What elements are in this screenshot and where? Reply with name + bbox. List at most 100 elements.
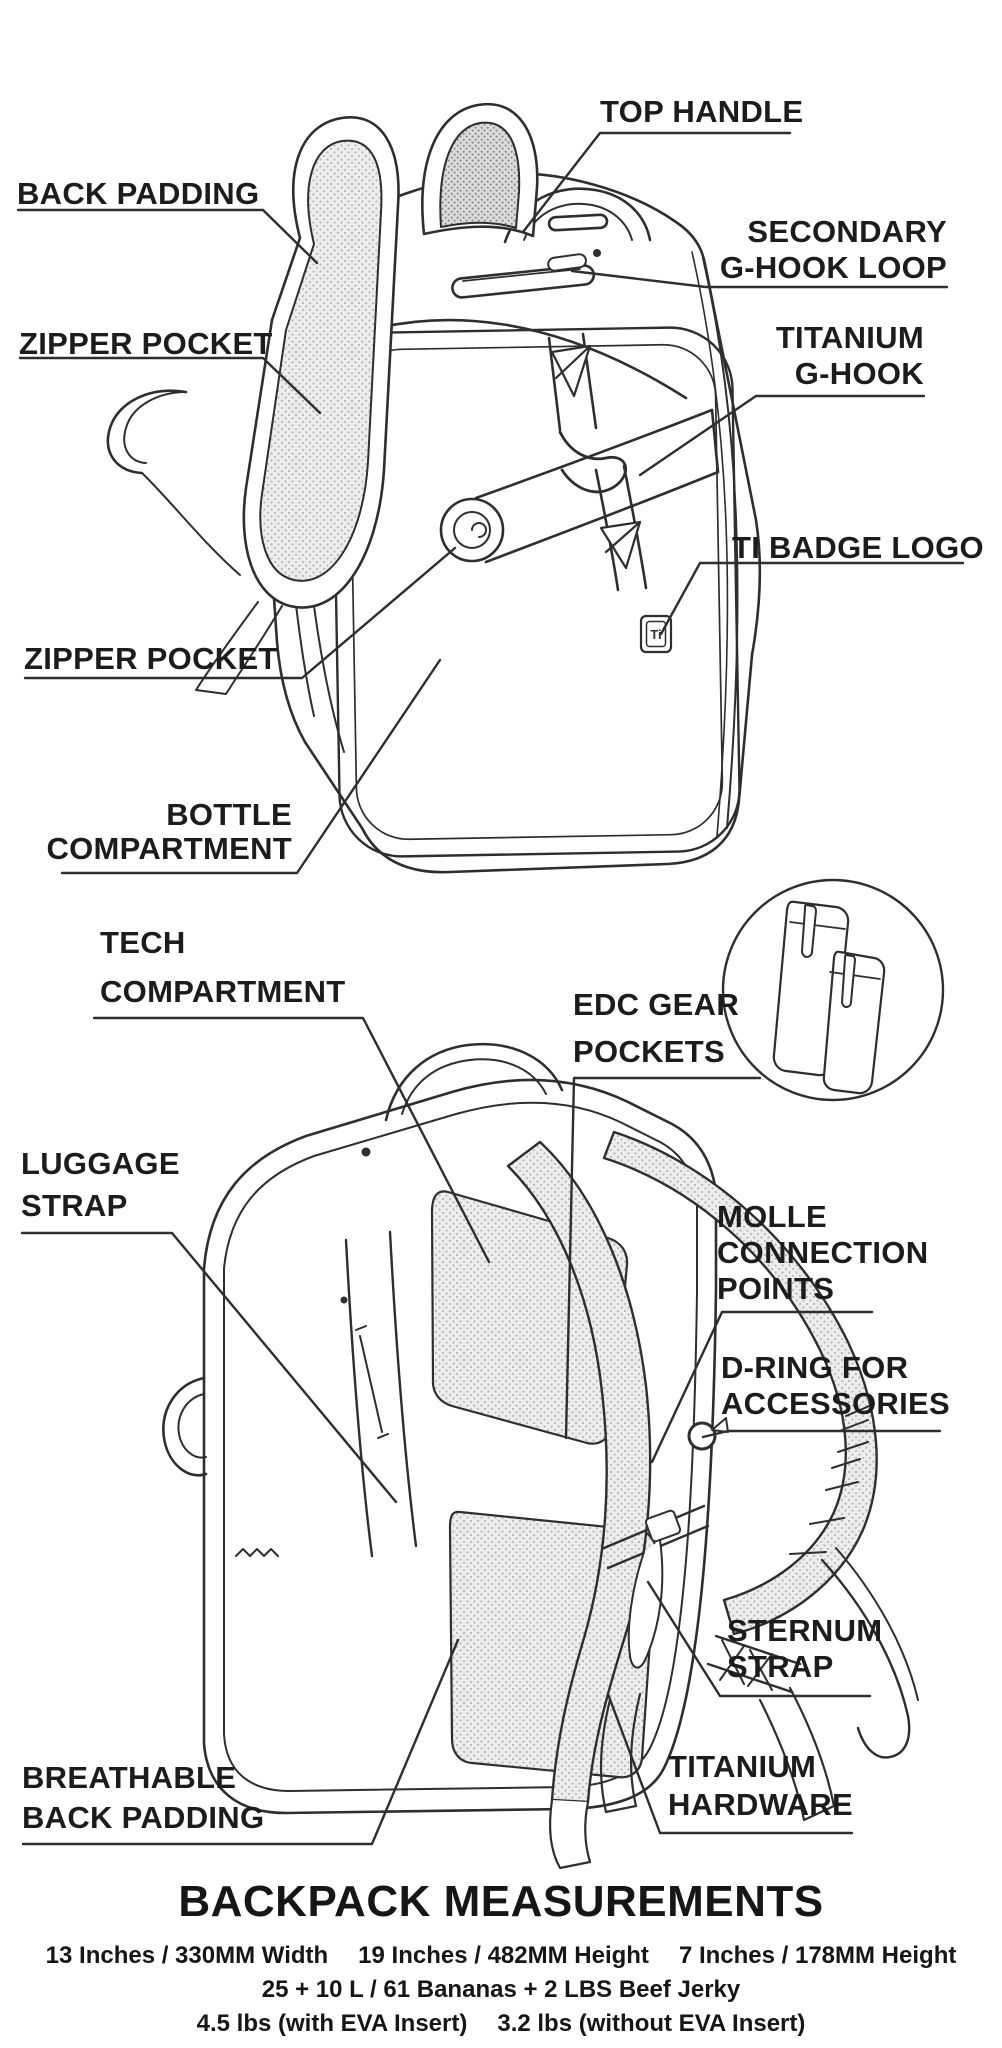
- leader-zipper-pocket-lower: [23, 546, 457, 680]
- leader-titanium-hardware: [606, 1692, 854, 1835]
- front-shoulder-strap: [242, 116, 400, 609]
- right-gusset-outer: [702, 257, 739, 829]
- label-d-ring-for-accessories: D-RING FOR ACCESSORIES: [721, 1350, 950, 1422]
- strap-hook: [106, 389, 283, 695]
- sternum-strap-shape: [602, 1504, 710, 1669]
- d-ring: [687, 1417, 729, 1451]
- leader-sternum-strap: [646, 1580, 872, 1698]
- label-d-ring-line2: ACCESSORIES: [721, 1386, 950, 1421]
- rolltop-spiral: [439, 497, 505, 563]
- strap-tails: [600, 1547, 919, 1822]
- measurements-title: BACKPACK MEASUREMENTS: [178, 1877, 824, 1926]
- edc-pocket-1-opening: [789, 921, 846, 930]
- label-titanium-hardware: TITANIUM HARDWARE: [668, 1748, 853, 1824]
- label-luggage-strap-line2: STRAP: [21, 1188, 128, 1223]
- leader-zipper-pocket-upper: [18, 356, 322, 415]
- measurement-weight-with-insert: 4.5 lbs (with EVA Insert): [196, 2010, 468, 2037]
- ti-badge-text: Ti: [650, 627, 661, 642]
- rear-strap-inner-tail: [548, 1798, 592, 1870]
- label-secondary-g-hook-loop: SECONDARY G-HOOK LOOP: [720, 214, 947, 286]
- label-titanium-g-hook: TITANIUM G-HOOK: [776, 320, 924, 392]
- leader-molle-connection-points: [650, 1310, 874, 1464]
- leader-tech-compartment: [92, 1016, 491, 1264]
- front-panel-stitch: [348, 343, 724, 841]
- leader-bottle-compartment: [60, 658, 442, 875]
- leader-breathable-back-padding: [21, 1638, 460, 1846]
- label-breathable-line2: BACK PADDING: [22, 1800, 265, 1835]
- rear-top-handle-inner: [401, 1058, 547, 1115]
- label-sternum-strap: STERNUM STRAP: [727, 1613, 882, 1685]
- label-titanium-hardware-line2: HARDWARE: [668, 1787, 853, 1822]
- label-breathable-back-padding: BREATHABLE BACK PADDING: [22, 1758, 264, 1838]
- pen-clip-2: [841, 954, 856, 1008]
- zipper-zigzag: [235, 1548, 279, 1557]
- label-top-handle: TOP HANDLE: [600, 94, 804, 129]
- rear-strap-outer: [602, 1130, 878, 1636]
- label-tech-compartment-line1: TECH: [100, 925, 186, 960]
- secondary-loop-slot: [547, 253, 587, 272]
- label-molle-line1: MOLLE: [717, 1199, 827, 1234]
- leader-ti-badge-logo: [659, 561, 965, 636]
- leader-back-padding: [16, 208, 319, 265]
- label-luggage-strap: LUGGAGE STRAP: [21, 1143, 180, 1227]
- rear-top-handle: [384, 1042, 564, 1122]
- edc-inset-circle: [721, 878, 945, 1102]
- label-tech-compartment: TECH COMPARTMENT: [100, 918, 346, 1016]
- leader-d-ring: [701, 1429, 942, 1439]
- measurements-row-volume: 25 + 10 L / 61 Bananas + 2 LBS Beef Jerk…: [261, 1976, 741, 2003]
- measurements-row-weight: 4.5 lbs (with EVA Insert) 3.2 lbs (withou…: [0, 2009, 1002, 2039]
- label-ti-badge-logo: TI BADGE LOGO: [732, 530, 984, 565]
- leader-edc-gear-pockets: [564, 1076, 762, 1440]
- label-molle-connection-points: MOLLE CONNECTION POINTS: [717, 1199, 928, 1307]
- laced-webbing: [706, 1634, 802, 1694]
- handle-slot: [547, 213, 609, 232]
- measurement-weight-without-insert: 3.2 lbs (without EVA Insert): [497, 2010, 806, 2037]
- edc-pocket-2-opening: [829, 971, 881, 980]
- label-sternum-strap-line2: STRAP: [727, 1649, 834, 1684]
- label-titanium-hardware-line1: TITANIUM: [668, 1749, 817, 1784]
- label-edc-gear-pockets-line1: EDC GEAR: [573, 987, 740, 1022]
- edc-pocket-2: [822, 950, 886, 1095]
- label-edc-gear-pockets-line2: POCKETS: [573, 1034, 725, 1069]
- leader-luggage-strap: [20, 1231, 398, 1504]
- pen-clip-1: [801, 904, 817, 958]
- rolltop-lower-edge: [484, 470, 720, 564]
- strap-triangle-upper: [550, 344, 592, 398]
- flap-zipper-line: [462, 268, 581, 282]
- leader-titanium-g-hook: [638, 394, 926, 477]
- label-secondary-g-hook-loop-line1: SECONDARY: [747, 214, 947, 249]
- label-breathable-line1: BREATHABLE: [22, 1760, 237, 1795]
- rolltop-upper-edge: [474, 408, 714, 500]
- label-luggage-strap-line1: LUGGAGE: [21, 1146, 180, 1181]
- label-bottle-compartment: BOTTLE COMPARTMENT: [46, 798, 292, 866]
- rear-view-illustration: [162, 1042, 919, 1870]
- label-sternum-strap-line1: STERNUM: [727, 1613, 883, 1648]
- ti-badge: Ti: [639, 614, 673, 654]
- strap-triangle-lower: [599, 520, 642, 570]
- label-zipper-pocket-lower: ZIPPER POCKET: [24, 641, 278, 676]
- label-edc-gear-pockets: EDC GEAR POCKETS: [573, 981, 739, 1075]
- label-molle-line3: POINTS: [717, 1271, 835, 1306]
- label-titanium-g-hook-line1: TITANIUM: [775, 320, 924, 355]
- luggage-strap-band: [340, 1230, 418, 1558]
- label-secondary-g-hook-loop-line2: G-HOOK LOOP: [719, 250, 947, 285]
- label-titanium-g-hook-line2: G-HOOK: [794, 356, 924, 391]
- right-gusset-inner: [691, 251, 729, 837]
- label-tech-compartment-line2: COMPARTMENT: [100, 974, 346, 1009]
- rear-shoulder-strap: [421, 102, 539, 238]
- molle-webbing: [789, 1403, 875, 1555]
- leader-secondary-g-hook-loop: [570, 269, 949, 289]
- measurements-row-dimensions: 13 Inches / 330MM Width 19 Inches / 482MM…: [0, 1941, 1002, 1971]
- rear-rivet: [361, 1147, 371, 1157]
- measurement-width: 13 Inches / 330MM Width: [45, 1942, 329, 1969]
- top-handle-inner: [523, 202, 633, 241]
- label-zipper-pocket-upper: ZIPPER POCKET: [19, 326, 273, 361]
- label-bottle-compartment-line1: BOTTLE: [166, 797, 292, 832]
- label-back-padding: BACK PADDING: [17, 176, 260, 211]
- label-d-ring-line1: D-RING FOR: [721, 1350, 909, 1385]
- rolltop-end-cap: [710, 408, 720, 474]
- label-bottle-compartment-line2: COMPARTMENT: [46, 831, 292, 866]
- measurement-height: 19 Inches / 482MM Height: [358, 1942, 649, 1969]
